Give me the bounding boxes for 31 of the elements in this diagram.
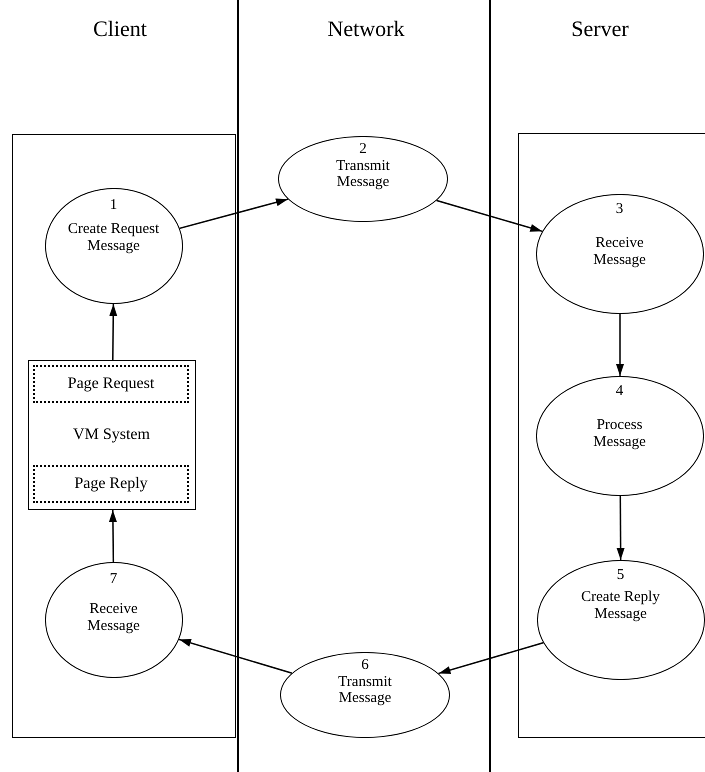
column-header: Client	[92, 16, 148, 42]
process-label: Process Message	[592, 417, 647, 450]
arrow	[616, 314, 624, 376]
arrow	[178, 638, 292, 674]
swimlane-box	[12, 134, 236, 738]
step-number: 4	[616, 382, 624, 399]
system-box	[28, 360, 196, 510]
process-label: Transmit Message	[337, 674, 393, 706]
swimlane-box	[518, 133, 705, 738]
step-number: 6	[361, 657, 369, 674]
process-label: Transmit Message	[335, 158, 391, 190]
step-number: 1	[110, 196, 118, 213]
dotted-box: Page Reply	[33, 465, 189, 503]
arrow	[616, 496, 625, 560]
process-label: Receive Message	[86, 601, 141, 634]
process-label: Create Request Message	[66, 221, 160, 254]
process-label: Receive Message	[592, 235, 647, 268]
arrow	[108, 510, 117, 562]
step-number: 2	[359, 141, 367, 158]
arrow	[180, 198, 288, 230]
dotted-box: Page Request	[33, 365, 189, 403]
step-number: 7	[110, 570, 118, 587]
system-label: VM System	[73, 426, 150, 444]
column-header: Server	[570, 16, 630, 42]
column-header: Network	[326, 16, 406, 42]
arrow	[436, 200, 542, 232]
arrow	[109, 304, 118, 360]
step-number: 5	[616, 566, 624, 583]
arrow	[438, 642, 544, 674]
process-label: Create Reply Message	[580, 589, 661, 622]
step-number: 3	[616, 200, 624, 217]
